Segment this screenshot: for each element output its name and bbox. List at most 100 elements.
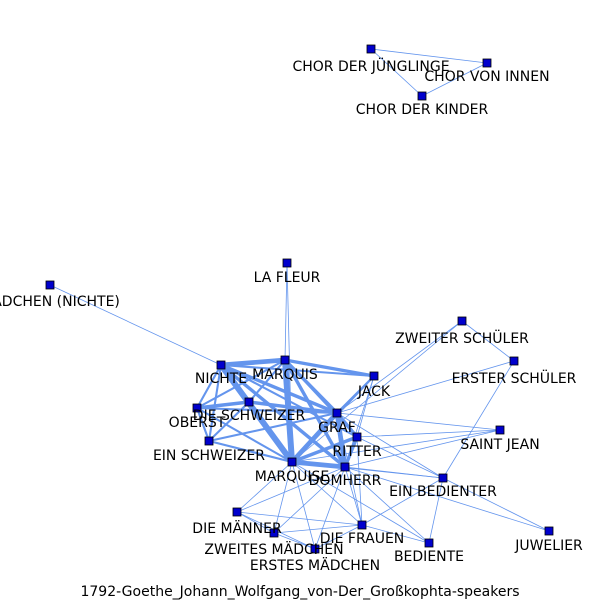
edge-die-frauen-erstes-madchen (314, 524, 363, 550)
node-chor-der-kinder (417, 91, 427, 101)
edge-die-schweizer-marquise (247, 400, 294, 464)
edge-nichte-graf (219, 363, 339, 415)
node-die-schweizer (244, 397, 254, 407)
node-label-ein-schweizer: EIN SCHWEIZER (153, 448, 265, 464)
node-la-fleur (282, 258, 292, 268)
edge-ein-schweizer-graf (207, 411, 339, 443)
edge-graf-die-frauen (336, 412, 363, 526)
edges-layer (49, 48, 550, 550)
edge-nichte-ein-schweizer (207, 363, 223, 443)
edge-marquise-die-frauen (291, 461, 363, 526)
edge-nichte-marquis (218, 357, 288, 368)
node-bediente (424, 538, 434, 548)
edge-die-frauen-bediente (361, 524, 430, 544)
node-zweiter-schuler (457, 316, 467, 326)
edge-ein-schweizer-marquise (207, 439, 294, 464)
node-chor-von-innen (482, 58, 492, 68)
node-marquis (280, 355, 290, 365)
edge-die-schweizer-graf (247, 400, 339, 415)
edge-die-frauen-zweites-madchen (273, 524, 363, 534)
edge-marquis-die-schweizer (247, 358, 287, 404)
edge-graf-marquise (289, 410, 340, 465)
edge-ein-bedienter-bediente (428, 477, 444, 544)
node-oberst (192, 403, 202, 413)
edge-la-fleur-marquis (284, 262, 288, 361)
edge-domherr-erstes-madchen (314, 466, 346, 550)
node-label-marquise: MARQUISE (255, 469, 330, 485)
node-marquise (287, 457, 297, 467)
node-label-saint-jean: SAINT JEAN (460, 437, 539, 453)
edge-ritter-domherr (343, 435, 359, 469)
node-saint-jean (495, 425, 505, 435)
node-label-erster-schuler: ERSTER SCHÜLER (452, 369, 577, 387)
node-die-frauen (357, 520, 367, 530)
nodes-layer (45, 44, 554, 554)
edge-die-manner-zweites-madchen (236, 511, 275, 534)
edge-zweiter-schuler-erster-schuler (461, 320, 515, 362)
edge-domherr-die-frauen (344, 466, 363, 526)
node-label-domherr: DOMHERR (309, 473, 382, 489)
node-label-la-fleur: LA FLEUR (254, 270, 321, 286)
edge-oberst-marquise (195, 406, 294, 464)
node-label-juwelier: JUWELIER (514, 538, 583, 554)
node-label-oberst: OBERST (169, 415, 226, 431)
edge-chor-der-junglinge-chor-der-kinder (370, 48, 423, 97)
node-label-zweiter-schuler: ZWEITER SCHÜLER (395, 329, 529, 347)
node-label-ritter: RITTER (332, 444, 382, 460)
node-label-chor-von-innen: CHOR VON INNEN (424, 69, 549, 85)
edge-marquis-jack (283, 358, 376, 378)
edge-marquise-die-manner (236, 461, 293, 513)
edge-oberst-ein-schweizer (195, 406, 211, 443)
edge-domherr-bediente (344, 466, 430, 544)
edge-domherr-juwelier (344, 466, 550, 532)
edge-ritter-saint-jean (356, 429, 501, 438)
edge-domherr-die-manner (236, 466, 346, 513)
edge-nichte-die-schweizer (219, 363, 251, 404)
edge-ein-bedienter-juwelier (442, 477, 550, 532)
edge-erster-schuler-ein-bedienter (442, 360, 515, 479)
edge-madchen-nichte-nichte (49, 284, 222, 366)
node-label-madchen-nichte: MÄDCHEN (NICHTE) (0, 292, 120, 310)
edge-domherr-ein-bedienter (344, 466, 444, 479)
edge-ritter-ein-bedienter (356, 436, 444, 479)
node-zweites-madchen (269, 528, 279, 538)
node-ein-bedienter (438, 473, 448, 483)
edge-graf-domherr (334, 410, 348, 470)
node-label-marquis: MARQUIS (252, 367, 318, 383)
edge-zweiter-schuler-marquise (291, 320, 463, 463)
edge-domherr-saint-jean (344, 429, 501, 468)
node-erster-schuler (509, 356, 519, 366)
edge-die-schweizer-oberst (195, 400, 251, 410)
edge-zweites-madchen-erstes-madchen (273, 532, 316, 550)
node-label-graf: GRAF (318, 420, 356, 436)
edge-ritter-die-frauen (356, 436, 363, 526)
node-madchen-nichte (45, 280, 55, 290)
edge-nichte-oberst (195, 363, 223, 410)
edge-ritter-marquise (290, 435, 359, 464)
edge-graf-erster-schuler (336, 360, 515, 414)
node-label-die-schweizer: DIE SCHWEIZER (193, 408, 306, 424)
node-die-manner (232, 507, 242, 517)
edge-marquis-oberst (195, 358, 287, 410)
node-label-bediente: BEDIENTE (394, 549, 464, 565)
node-juwelier (544, 526, 554, 536)
node-label-jack: JACK (357, 384, 391, 400)
node-erstes-madchen (310, 544, 320, 554)
node-nichte (216, 360, 226, 370)
node-label-erstes-madchen: ERSTES MÄDCHEN (250, 556, 380, 574)
edge-chor-von-innen-chor-der-kinder (421, 62, 488, 97)
node-chor-der-junglinge (366, 44, 376, 54)
edge-oberst-graf (195, 406, 339, 415)
node-label-chor-der-kinder: CHOR DER KINDER (356, 102, 489, 118)
edge-graf-zweiter-schuler (336, 320, 463, 414)
node-jack (369, 371, 379, 381)
edge-saint-jean-marquise (291, 429, 501, 463)
node-label-die-manner: DIE MÄNNER (192, 519, 282, 537)
edge-graf-ein-bedienter (336, 412, 444, 479)
node-ritter (352, 432, 362, 442)
graph-caption: 1792-Goethe_Johann_Wolfgang_von-Der_Groß… (80, 584, 519, 600)
node-label-nichte: NICHTE (195, 371, 247, 387)
node-label-die-frauen: DIE FRAUEN (320, 531, 405, 547)
